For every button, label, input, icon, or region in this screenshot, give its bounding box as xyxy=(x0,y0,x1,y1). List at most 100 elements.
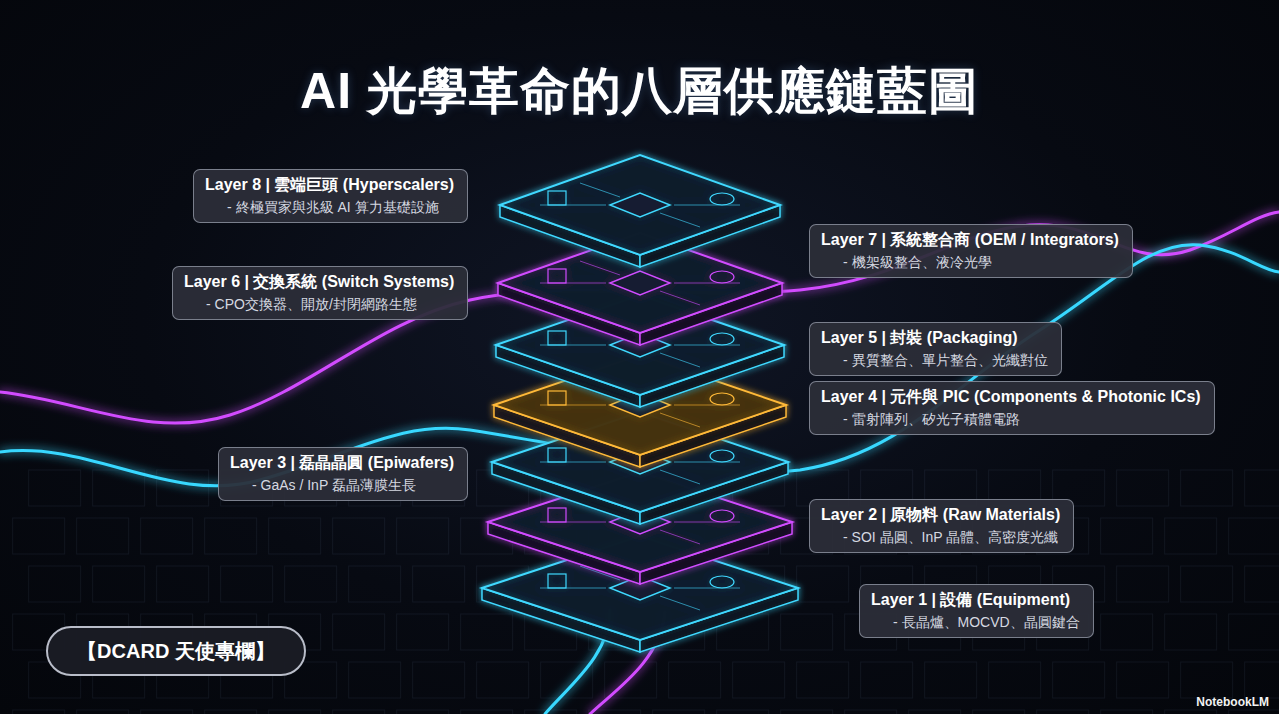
grid-cell xyxy=(13,518,65,554)
grid-cell xyxy=(1229,710,1279,714)
grid-cell xyxy=(477,662,529,698)
grid-cell xyxy=(349,662,401,698)
wafer-icon xyxy=(710,333,734,345)
component-icon xyxy=(548,448,566,462)
grid-cell xyxy=(1165,710,1217,714)
layer-description: - 雷射陣列、矽光子積體電路 xyxy=(821,410,1201,428)
layer-description: - 機架級整合、液冷光學 xyxy=(821,253,1119,271)
grid-cell xyxy=(1229,518,1279,554)
grid-cell xyxy=(1181,566,1233,602)
layer-description: - 長晶爐、MOCVD、晶圓鍵合 xyxy=(871,613,1080,631)
component-icon xyxy=(548,269,566,283)
grid-cell xyxy=(13,710,65,714)
layer-callout: Layer 7 | 系統整合商 (OEM / Integrators) - 機架級… xyxy=(809,224,1133,278)
component-icon xyxy=(548,391,566,405)
layer-heading: Layer 4 | 元件與 PIC (Components & Photonic… xyxy=(821,387,1201,407)
layer-description: - SOI 晶圓、InP 晶體、高密度光纖 xyxy=(821,528,1060,546)
layer-description: - GaAs / InP 磊晶薄膜生長 xyxy=(230,476,454,494)
grid-cell xyxy=(269,518,321,554)
grid-cell xyxy=(1245,662,1279,698)
light-wires xyxy=(0,212,1279,714)
layer-callout: Layer 2 | 原物料 (Raw Materials) - SOI 晶圓、In… xyxy=(809,499,1074,553)
wafer-icon xyxy=(710,393,734,405)
grid-cell xyxy=(589,710,641,714)
grid-cell xyxy=(29,566,81,602)
grid-cell xyxy=(461,614,513,650)
grid-cell xyxy=(461,710,513,714)
component-icon xyxy=(548,574,566,588)
grid-cell xyxy=(781,614,833,650)
grid-cell xyxy=(157,470,209,506)
grid-cell xyxy=(1229,614,1279,650)
grid-cell xyxy=(781,710,833,714)
grid-cell xyxy=(1245,566,1279,602)
layer-heading: Layer 5 | 封裝 (Packaging) xyxy=(821,328,1048,348)
plate-top xyxy=(500,155,780,255)
component-icon xyxy=(548,508,566,522)
layer-callout: Layer 8 | 雲端巨頭 (Hyperscalers)- 終極買家與兆級 A… xyxy=(193,169,468,223)
layer-heading: Layer 3 | 磊晶晶圓 (Epiwafers) xyxy=(230,453,454,473)
layer-heading: Layer 1 | 設備 (Equipment) xyxy=(871,590,1080,610)
wafer-icon xyxy=(710,271,734,283)
layer-heading: Layer 7 | 系統整合商 (OEM / Integrators) xyxy=(821,230,1119,250)
component-icon xyxy=(548,191,566,205)
grid-cell xyxy=(333,518,385,554)
grid-cell xyxy=(397,710,449,714)
grid-cell xyxy=(1181,662,1233,698)
grid-cell xyxy=(269,710,321,714)
grid-cell xyxy=(349,566,401,602)
grid-cell xyxy=(285,566,337,602)
grid-cell xyxy=(1101,710,1153,714)
grid-cell xyxy=(1117,566,1169,602)
layer-plate xyxy=(500,155,780,267)
grid-cell xyxy=(653,710,705,714)
grid-cell xyxy=(525,710,577,714)
grid-cell xyxy=(1117,470,1169,506)
grid-cell xyxy=(973,710,1025,714)
grid-cell xyxy=(93,470,145,506)
grid-cell xyxy=(1165,518,1217,554)
grid-cell xyxy=(1053,662,1105,698)
grid-cell xyxy=(77,518,129,554)
layer-callout: Layer 5 | 封裝 (Packaging) - 異質整合、單片整合、光纖對位 xyxy=(809,322,1062,376)
grid-cell xyxy=(77,710,129,714)
layer-callout: Layer 6 | 交換系統 (Switch Systems) - CPO交換器、… xyxy=(172,266,468,320)
grid-cell xyxy=(29,470,81,506)
layer-heading: Layer 8 | 雲端巨頭 (Hyperscalers) xyxy=(205,175,454,195)
circuit-trace xyxy=(540,183,740,227)
grid-cell xyxy=(717,710,769,714)
grid-cell xyxy=(221,566,273,602)
wafer-icon xyxy=(710,576,734,588)
grid-cell xyxy=(205,518,257,554)
grid-cell xyxy=(397,518,449,554)
watermark: NotebookLM xyxy=(1196,695,1269,709)
grid-cell xyxy=(797,662,849,698)
layer-description: - CPO交換器、開放/封閉網路生態 xyxy=(184,295,454,313)
layer-plates xyxy=(482,155,798,652)
column-badge: 【DCARD 天使專欄】 xyxy=(46,626,306,676)
grid-cell xyxy=(1165,614,1217,650)
grid-cell xyxy=(925,662,977,698)
grid-cell xyxy=(669,662,721,698)
badge-text: 【DCARD 天使專欄】 xyxy=(70,628,282,674)
layer-heading: Layer 2 | 原物料 (Raw Materials) xyxy=(821,505,1060,525)
wafer-icon xyxy=(710,193,734,205)
grid-cell xyxy=(1181,470,1233,506)
layer-description: - 異質整合、單片整合、光纖對位 xyxy=(821,351,1048,369)
grid-cell xyxy=(157,566,209,602)
wafer-icon xyxy=(710,510,734,522)
grid-cell xyxy=(141,710,193,714)
title: AI 光學革命的八層供應鏈藍圖 xyxy=(0,58,1279,125)
layer-heading: Layer 6 | 交換系統 (Switch Systems) xyxy=(184,272,454,292)
wafer-icon xyxy=(710,450,734,462)
grid-cell xyxy=(397,614,449,650)
layer-callout: Layer 4 | 元件與 PIC (Components & Photonic… xyxy=(809,381,1215,435)
grid-cell xyxy=(333,710,385,714)
grid-cell xyxy=(1037,710,1089,714)
component-icon xyxy=(548,331,566,345)
layer-callout: Layer 1 | 設備 (Equipment) - 長晶爐、MOCVD、晶圓鍵合 xyxy=(859,584,1094,638)
grid-cell xyxy=(1117,662,1169,698)
grid-cell xyxy=(845,710,897,714)
cyan-wire xyxy=(0,245,1279,486)
grid-cell xyxy=(909,710,961,714)
